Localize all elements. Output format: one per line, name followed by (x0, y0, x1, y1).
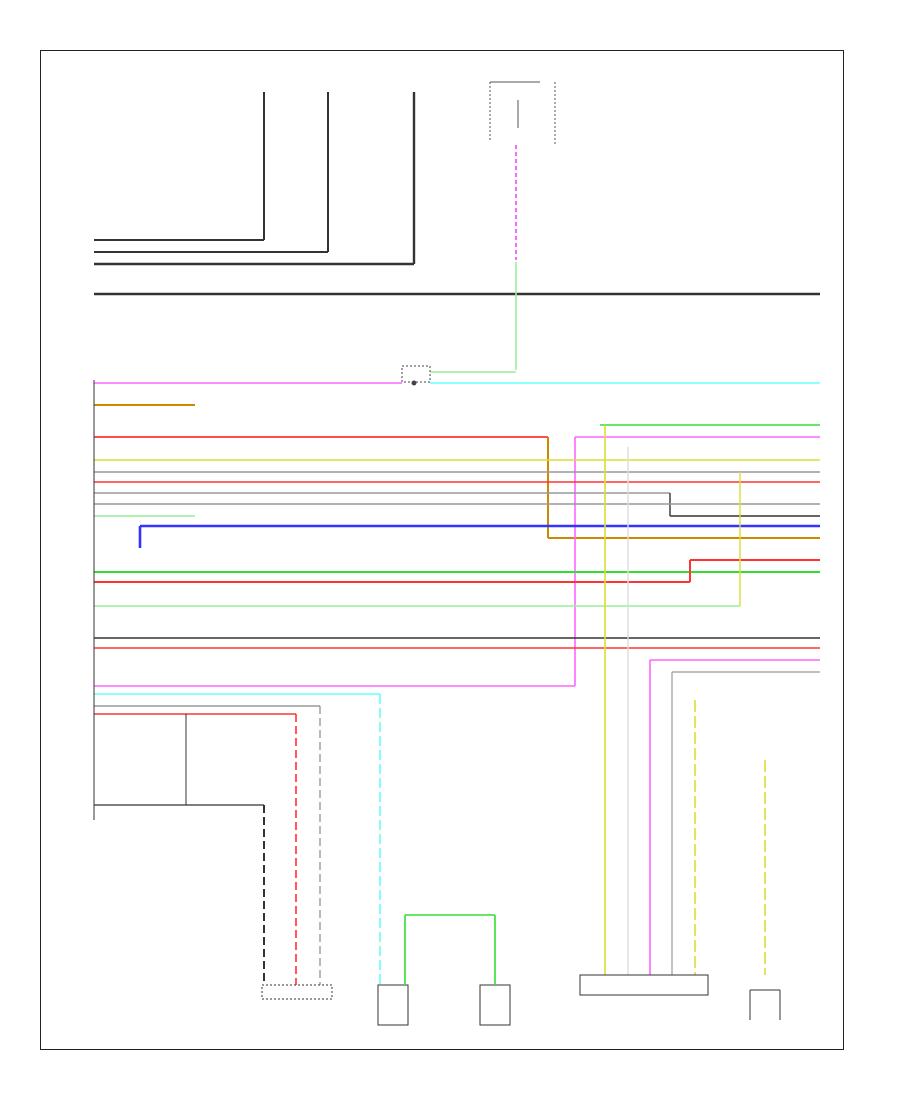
right-verticals (604, 425, 820, 975)
bottom-connectors (261, 914, 781, 1026)
fuse-box-symbol (489, 81, 556, 145)
pink-feed (430, 145, 517, 373)
top-feeds (94, 92, 820, 296)
central-junction (401, 365, 431, 386)
bus-lines (94, 382, 820, 985)
diagram-frame (40, 50, 844, 1050)
